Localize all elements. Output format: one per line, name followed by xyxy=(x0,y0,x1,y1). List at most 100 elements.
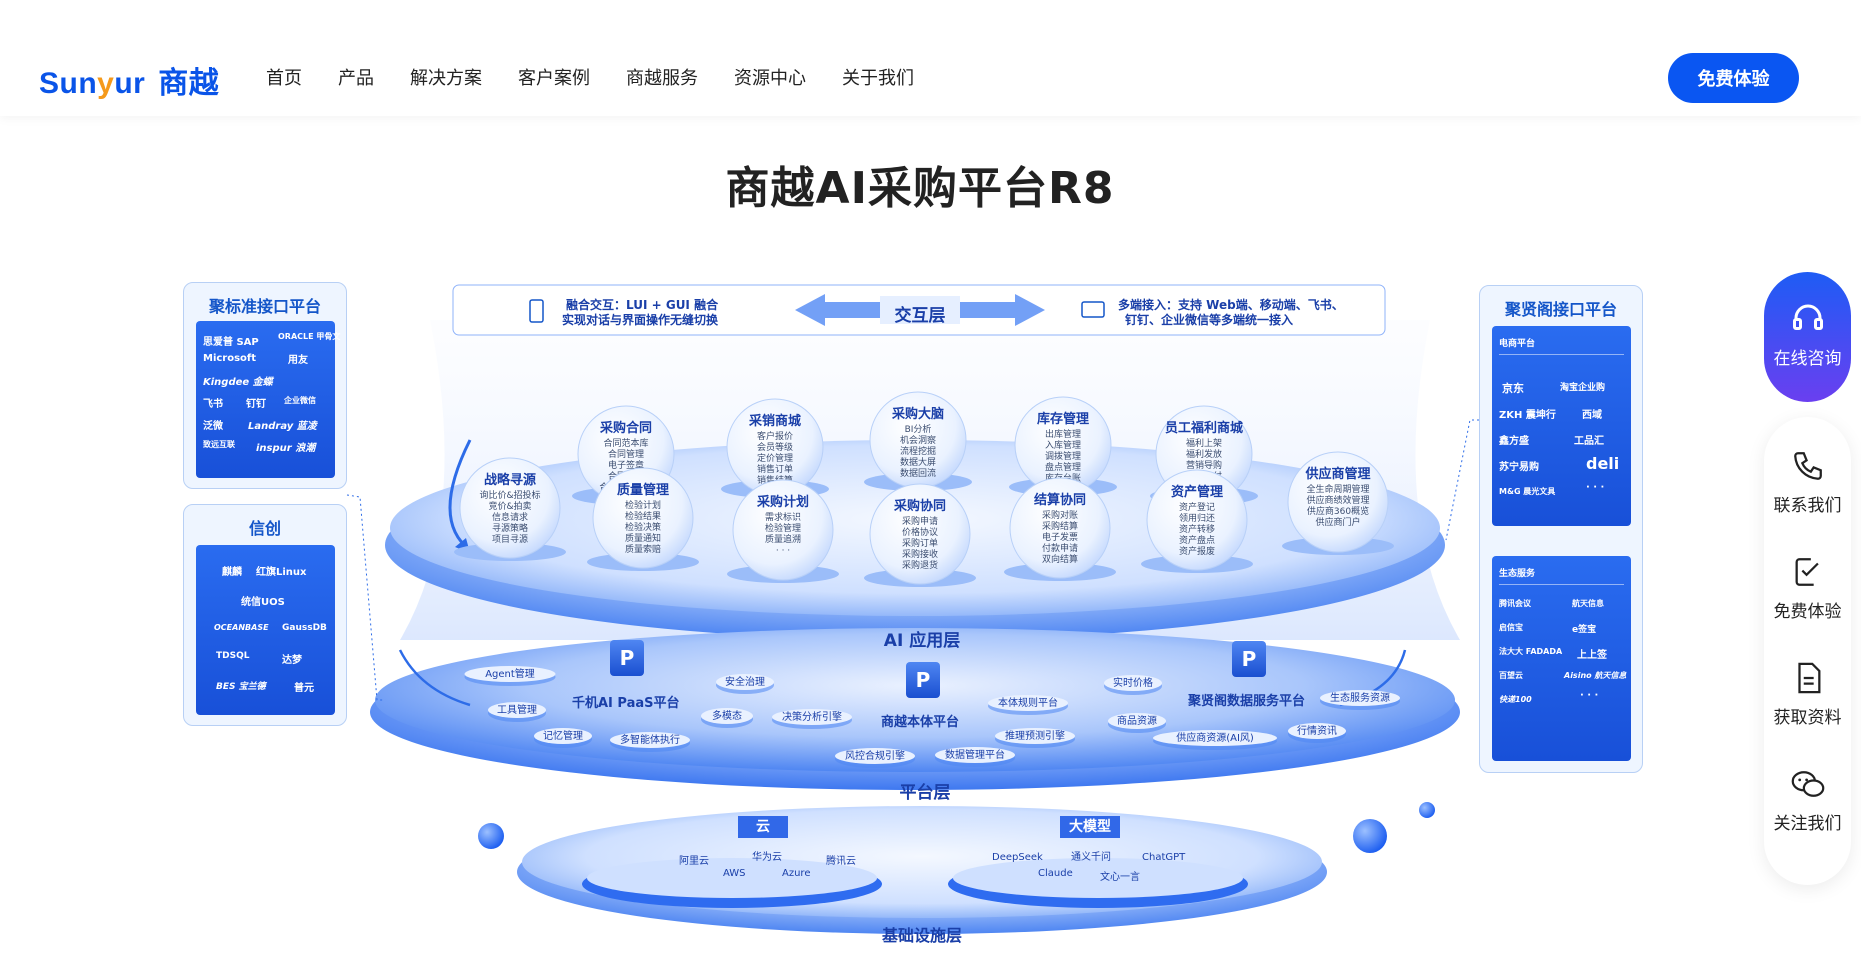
standard-interface-platform: 聚标准接口平台 思爱普 SAP ORACLE 甲骨文 Microsoft 用友 … xyxy=(183,282,347,489)
ontology-platform-icon: P xyxy=(906,662,940,698)
logo-mg: M&G 晨光文具 xyxy=(1499,487,1556,496)
monitor-icon xyxy=(1081,301,1105,318)
get-materials-label: 获取资料 xyxy=(1773,708,1842,728)
platform-chip: 多智能体执行 xyxy=(610,732,690,752)
nav-home[interactable]: 首页 xyxy=(266,68,302,89)
platform-chip-label: 实时价格 xyxy=(1113,676,1153,689)
ai-module-item: 采购接收 xyxy=(902,548,938,560)
nav-solutions[interactable]: 解决方案 xyxy=(410,68,482,89)
ai-module-item: 销售订单 xyxy=(757,463,793,475)
logo-panel: 麒麟 红旗Linux 统信UOS OCEANBASE GaussDB TDSQL… xyxy=(196,545,335,715)
ai-module-item: 采购申请 xyxy=(902,515,938,527)
ai-module-item: 付款申请 xyxy=(1042,542,1078,554)
edit-document-icon xyxy=(1795,558,1819,586)
infra-layer-label: 基础设施层 xyxy=(881,926,962,945)
phone-icon xyxy=(1793,452,1822,480)
ai-module-item: 入库管理 xyxy=(1045,439,1081,451)
ai-module-item: 价格协议 xyxy=(902,526,938,538)
cloud-title: 云 xyxy=(738,816,788,838)
logo-redflag: 红旗Linux xyxy=(256,567,307,578)
ai-module-item: · · · xyxy=(776,546,790,556)
ai-module-item: 采购对账 xyxy=(1042,509,1078,521)
platform-chip-label: 行情资讯 xyxy=(1297,724,1337,737)
brand-logo[interactable]: Sunyur 商越 xyxy=(39,58,219,102)
box-title: 聚标准接口平台 xyxy=(208,297,321,316)
model-item: 文心一言 xyxy=(1100,872,1140,883)
nav-cases[interactable]: 客户案例 xyxy=(518,68,590,89)
nav-services[interactable]: 商越服务 xyxy=(626,68,698,89)
free-trial-rail-button[interactable]: 免费体验 xyxy=(1764,555,1851,622)
cloud-item: AWS xyxy=(723,868,746,879)
logo-kuaidi100: 快递100 xyxy=(1499,695,1532,704)
ai-module-item: 领用归还 xyxy=(1179,512,1215,524)
model-title: 大模型 xyxy=(1060,816,1120,838)
xinchuang-box: 信创 麒麟 红旗Linux 统信UOS OCEANBASE GaussDB TD… xyxy=(183,504,347,726)
platform-chip-label: 商品资源 xyxy=(1117,714,1157,727)
ai-module-item: 采购结算 xyxy=(1042,520,1078,532)
logo-xiyu: 西域 xyxy=(1582,410,1602,421)
logo-cn: 商越 xyxy=(158,67,220,100)
platform-chip: 安全治理 xyxy=(716,674,774,694)
box-title: 信创 xyxy=(248,519,281,538)
logo-tencent-meeting: 腾讯会议 xyxy=(1499,599,1531,608)
online-consult-button[interactable]: 在线咨询 xyxy=(1764,272,1851,402)
logo-aerospace: 航天信息 xyxy=(1572,599,1604,608)
ai-module-item: 质量通知 xyxy=(625,532,661,544)
logo-landray: Landray 蓝凌 xyxy=(248,421,317,432)
ai-module-item: 数据大屏 xyxy=(900,456,936,468)
free-trial-button[interactable]: 免费体验 xyxy=(1668,53,1799,103)
ai-module-item: 需求标识 xyxy=(765,511,801,523)
logo-weaver: 泛微 xyxy=(203,421,223,432)
platform-chip: 供应商资源(AI风) xyxy=(1153,730,1277,750)
logo-gongpinhui: 工品汇 xyxy=(1574,436,1604,447)
platform-chip: 决策分析引擎 xyxy=(772,709,852,729)
ai-module-title: 结算协同 xyxy=(1034,492,1086,508)
nav-resources[interactable]: 资源中心 xyxy=(734,68,806,89)
logo-baiwang: 百望云 xyxy=(1499,671,1523,680)
logo-dingtalk: 钉钉 xyxy=(246,399,266,410)
logo-esign: e签宝 xyxy=(1572,625,1597,635)
ai-module-item: 检验管理 xyxy=(765,522,801,534)
ai-module-item: 出库管理 xyxy=(1045,428,1081,440)
follow-us-button[interactable]: 关注我们 xyxy=(1764,767,1851,834)
logo-suning: 苏宁易购 xyxy=(1499,462,1539,473)
logo-deli: deli xyxy=(1586,454,1620,473)
ecosystem-panel: 生态服务 腾讯会议 航天信息 启信宝 e签宝 法大大 FADADA 上上签 百望… xyxy=(1492,556,1631,761)
model-item: DeepSeek xyxy=(992,852,1043,863)
logo-wecom: 企业微信 xyxy=(284,396,316,405)
logo-zkh: ZKH 震坤行 xyxy=(1499,410,1556,421)
platform-chip-label: 推理预测引擎 xyxy=(1005,729,1065,742)
document-icon xyxy=(1797,662,1820,694)
platform-chip-label: Agent管理 xyxy=(485,667,535,680)
cloud-item: 腾讯云 xyxy=(826,856,856,867)
ai-module-item: 供应商360概览 xyxy=(1307,505,1369,517)
platform-chip: 生态服务资源 xyxy=(1320,690,1400,710)
ai-module-item: 质量追溯 xyxy=(765,533,801,545)
ai-module-title: 资产管理 xyxy=(1171,484,1223,500)
logo-dameng: 达梦 xyxy=(282,655,302,666)
online-consult-label: 在线咨询 xyxy=(1773,349,1842,369)
nav-products[interactable]: 产品 xyxy=(338,68,374,89)
nav-about[interactable]: 关于我们 xyxy=(842,68,914,89)
interaction-right-line1: 多端接入：支持 Web端、移动端、飞书、 xyxy=(1118,298,1344,312)
platform-chip-label: 安全治理 xyxy=(725,675,765,688)
logo-bestsign: 上上签 xyxy=(1577,650,1607,661)
cloud-item: 华为云 xyxy=(752,852,782,863)
site-header: Sunyur 商越 首页 产品 解决方案 客户案例 商越服务 资源中心 关于我们… xyxy=(0,0,1861,116)
ai-module-item: 质量索赔 xyxy=(625,543,661,555)
platform-chip-label: 记忆管理 xyxy=(543,729,583,742)
logo-qixinbao: 启信宝 xyxy=(1499,623,1523,632)
ai-module-item: 定价管理 xyxy=(757,452,793,464)
logo-gaussdb: GaussDB xyxy=(282,623,327,633)
contact-us-button[interactable]: 联系我们 xyxy=(1764,449,1851,516)
get-materials-button[interactable]: 获取资料 xyxy=(1764,661,1851,728)
ai-module-title: 采购合同 xyxy=(599,420,652,436)
platform-chip: 本体规则平台 xyxy=(988,695,1068,715)
logo-oceanbase: OCEANBASE xyxy=(214,623,269,632)
box-title: 聚贤阁接口平台 xyxy=(1504,300,1617,319)
ai-module-item: 供应商绩效管理 xyxy=(1306,494,1369,506)
ai-module-item: 盘点管理 xyxy=(1045,461,1081,473)
ai-module-item: 机会洞察 xyxy=(900,434,936,446)
